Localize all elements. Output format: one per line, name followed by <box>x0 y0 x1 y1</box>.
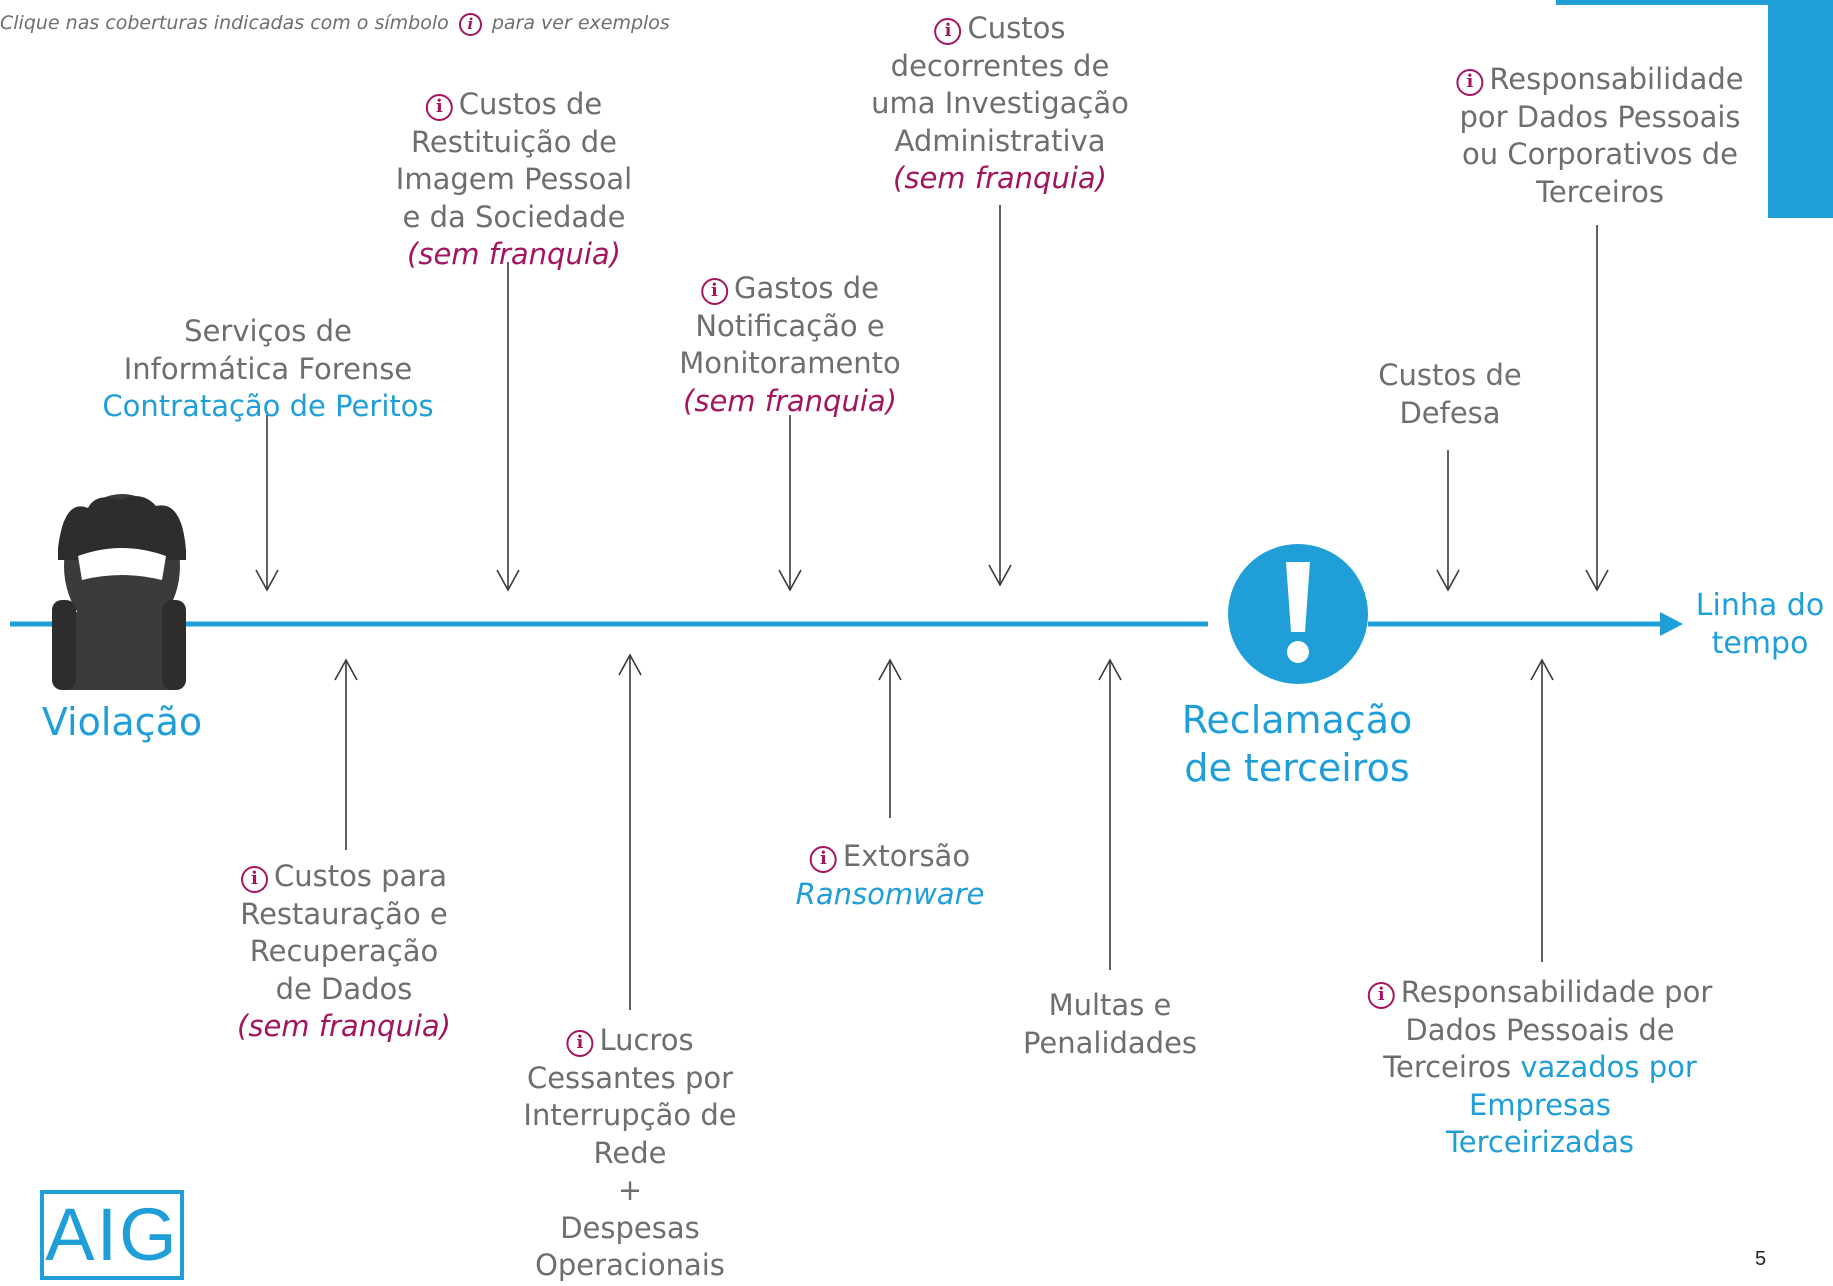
timeline-arrowhead <box>1660 612 1683 636</box>
label-note: Ransomware <box>795 876 985 911</box>
page-number: 5 <box>1755 1248 1767 1270</box>
arrow-down-imagem <box>496 262 520 592</box>
info-icon[interactable]: i <box>934 18 962 45</box>
label-line: uma Investigação <box>871 86 1129 120</box>
label-line: Rede <box>593 1135 667 1170</box>
info-icon[interactable]: i <box>809 846 837 873</box>
aig-logo: AIG <box>40 1190 184 1280</box>
label-line: Custos de <box>1378 358 1522 392</box>
label-line: Multas e <box>1048 988 1172 1022</box>
label-line: Cessantes por <box>526 1060 734 1095</box>
label-line: Restauração e <box>240 896 448 931</box>
claim-label-line-1: Reclamação <box>1181 698 1413 742</box>
coverage-multas: Multas e Penalidades <box>1023 987 1197 1062</box>
hint-after: para ver exemplos <box>491 12 670 34</box>
arrow-down-investigacao <box>988 205 1012 587</box>
hint-text: Clique nas coberturas indicadas com o sí… <box>0 12 670 36</box>
label-line: Informática Forense <box>123 351 413 386</box>
label-line: Restituição de <box>411 124 617 159</box>
info-icon[interactable]: i <box>425 94 453 121</box>
info-icon: i <box>458 13 482 36</box>
label-note: (sem franquia) <box>407 237 621 271</box>
hacker-icon <box>52 494 186 690</box>
label-line: ou Corporativos de <box>1461 137 1738 171</box>
info-icon[interactable]: i <box>240 866 268 893</box>
label-line: Administrativa <box>894 123 1106 158</box>
label-note: (sem franquia) <box>893 161 1107 195</box>
label-note: (sem franquia) <box>237 1009 451 1043</box>
label-note: (sem franquia) <box>683 383 897 418</box>
label-line: Terceiros vazados por <box>1383 1050 1697 1084</box>
info-icon[interactable]: i <box>700 278 728 305</box>
label-line: Interrupção de <box>523 1098 737 1132</box>
label-line: Despesas <box>560 1210 700 1245</box>
coverage-forense: Serviços de Informática Forense Contrata… <box>102 313 433 426</box>
violation-label: Violação <box>41 700 203 744</box>
label-line: de Dados <box>275 971 413 1006</box>
arrow-down-notificacao <box>778 415 802 592</box>
info-icon[interactable]: i <box>1367 982 1395 1009</box>
arrow-up-lucros <box>618 653 642 1010</box>
label-line: Penalidades <box>1022 1025 1198 1060</box>
label-line: Operacionais <box>535 1248 725 1282</box>
label-line: Serviços de <box>184 314 352 348</box>
label-line: por Dados Pessoais <box>1459 99 1741 134</box>
label-line: e da Sociedade <box>402 199 626 234</box>
label-line: Recuperação <box>249 934 439 968</box>
label-line: Imagem Pessoal <box>395 162 633 196</box>
timeline-end-label: Linha do tempo <box>1690 587 1830 663</box>
label-line: decorrentes de <box>890 48 1110 83</box>
info-icon[interactable]: i <box>1456 69 1484 96</box>
arrow-up-restauracao <box>334 658 358 850</box>
exclamation-icon <box>1228 544 1368 684</box>
hint-before: Clique nas coberturas indicadas com o sí… <box>0 12 449 34</box>
label-note: Contratação de Peritos <box>102 389 434 423</box>
label-line: Dados Pessoais de <box>1405 1012 1675 1047</box>
timeline-end-text: Linha do tempo <box>1695 588 1825 661</box>
arrow-down-dados-pessoais <box>1585 225 1609 592</box>
arrow-up-multas <box>1098 658 1122 970</box>
arrow-up-vazados <box>1530 658 1554 962</box>
label-line: Terceiros <box>1536 174 1664 209</box>
label-note: Empresas <box>1468 1087 1612 1122</box>
arrow-down-forense <box>255 415 279 592</box>
label-line: Defesa <box>1399 395 1501 430</box>
top-accent-line <box>1556 0 1768 5</box>
side-accent-bar <box>1768 0 1833 218</box>
claim-label-line-2: de terceiros <box>1184 746 1410 790</box>
info-icon[interactable]: i <box>566 1030 594 1057</box>
arrow-down-defesa <box>1436 450 1460 592</box>
label-line: Monitoramento <box>679 346 901 380</box>
coverage-defesa: Custos de Defesa <box>1378 357 1521 432</box>
label-line: Notificação e <box>695 308 885 343</box>
claim-label: Reclamação de terceiros <box>1182 696 1413 792</box>
label-line: + <box>617 1173 643 1207</box>
arrow-up-extorsao <box>878 658 902 818</box>
label-note: Terceirizadas <box>1445 1125 1635 1159</box>
